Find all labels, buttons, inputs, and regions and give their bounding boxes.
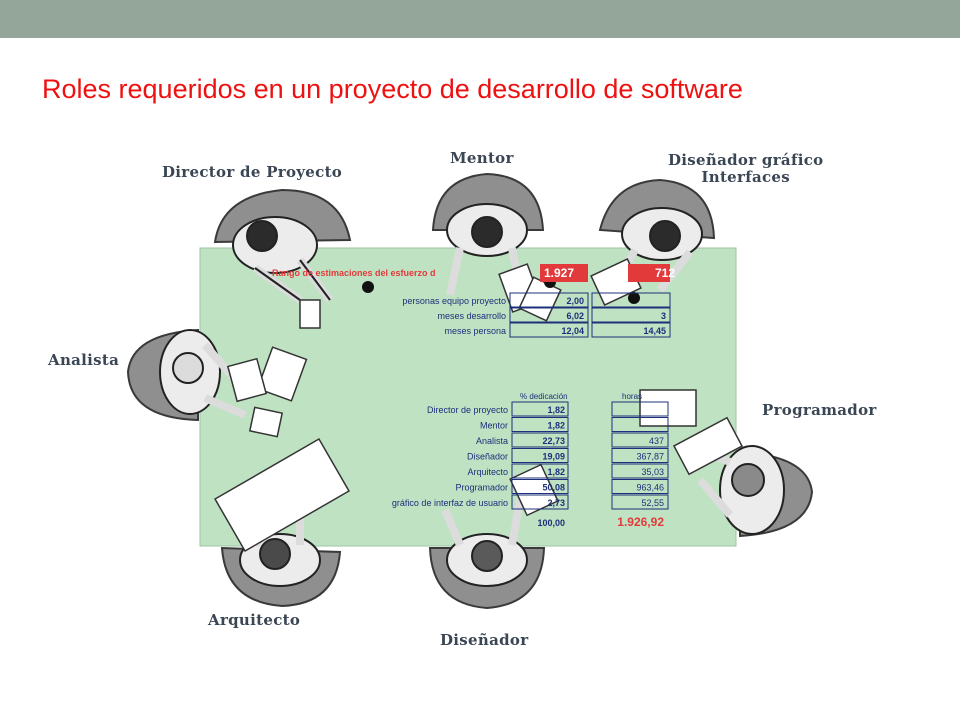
person-director xyxy=(232,216,334,304)
role-cell-hours xyxy=(611,479,669,494)
role-row-label: Director de proyecto xyxy=(427,405,508,415)
col-dedicacion: % dedicación xyxy=(520,392,568,401)
role-row-label: Programador xyxy=(455,483,508,493)
estimation-table: Rango de estimaciones del esfuerzo d 1.9… xyxy=(272,264,675,529)
summary-value-b: 3 xyxy=(661,311,666,321)
role-row-pct: 2,73 xyxy=(547,498,565,508)
role-director: Director de Proyecto xyxy=(162,163,343,181)
role-cell-hours xyxy=(611,494,669,510)
keyboard xyxy=(672,416,744,476)
top-bar xyxy=(0,0,960,38)
role-row-pct: 1,82 xyxy=(547,421,565,431)
role-graphic-designer-line2: Interfaces xyxy=(701,168,791,186)
summary-cell-a xyxy=(509,322,589,338)
role-row-pct: 1,82 xyxy=(547,467,565,477)
role-cell-pct xyxy=(511,401,569,417)
range-high: 712 xyxy=(655,266,675,280)
summary-value-a: 6,02 xyxy=(566,311,584,321)
role-row-hours: 437 xyxy=(649,436,664,446)
role-cell-pct xyxy=(511,479,569,494)
role-cell-hours xyxy=(611,463,669,479)
role-row-hours: 963,46 xyxy=(636,483,664,493)
role-row-hours: 35,03 xyxy=(641,467,664,477)
total-hours: 1.926,92 xyxy=(617,515,664,529)
summary-value-a: 12,04 xyxy=(561,326,584,336)
role-row-hours: 367,87 xyxy=(636,452,664,462)
role-cell-hours xyxy=(611,417,669,432)
role-designer: Diseñador xyxy=(440,631,529,649)
role-row-label: Arquitecto xyxy=(467,467,508,477)
role-cell-hours xyxy=(611,448,669,463)
range-low-cell xyxy=(540,264,588,282)
summary-label: meses desarrollo xyxy=(437,311,506,321)
role-cell-hours xyxy=(611,401,669,417)
role-mentor: Mentor xyxy=(450,149,514,167)
blueprint xyxy=(214,437,350,553)
role-graphic-designer: Diseñador gráfico Interfaces xyxy=(668,152,823,186)
role-cell-pct xyxy=(511,463,569,479)
role-programmer: Programador xyxy=(762,401,877,419)
role-cell-pct xyxy=(511,494,569,510)
role-cell-pct xyxy=(511,432,569,448)
summary-cell-b xyxy=(591,322,671,338)
summary-cell-a xyxy=(509,292,589,308)
person-designer xyxy=(441,499,528,587)
role-cell-hours xyxy=(611,432,669,448)
role-row-hours: 52,55 xyxy=(641,498,664,508)
role-row-pct: 50,08 xyxy=(542,483,565,493)
notepad xyxy=(299,299,321,329)
range-high-cell xyxy=(628,264,670,282)
paper-analyst-2 xyxy=(226,357,268,403)
role-architect: Arquitecto xyxy=(208,611,301,629)
role-row-label: Analista xyxy=(476,436,508,446)
range-label: Rango de estimaciones del esfuerzo d xyxy=(272,268,436,278)
summary-label: personas equipo proyecto xyxy=(402,296,506,306)
summary-cell-b xyxy=(591,307,671,323)
summary-cell-a xyxy=(509,307,589,323)
person-programmer xyxy=(696,445,785,535)
paper-analyst-1 xyxy=(256,346,308,402)
range-low: 1.927 xyxy=(544,266,574,280)
role-analyst: Analista xyxy=(48,351,120,369)
role-cell-pct xyxy=(511,417,569,432)
role-row-pct: 1,82 xyxy=(547,405,565,415)
role-cell-pct xyxy=(511,448,569,463)
role-row-label: Diseñador xyxy=(467,452,508,462)
paper-analyst-3 xyxy=(248,406,284,438)
summary-value-b: 14,45 xyxy=(643,326,666,336)
role-row-label: gráfico de interfaz de usuario xyxy=(392,498,508,508)
role-row-label: Mentor xyxy=(480,421,508,431)
role-row-pct: 22,73 xyxy=(542,436,565,446)
summary-rows: personas equipo proyecto 2,00 meses desarr… xyxy=(402,292,671,338)
summary-label: meses persona xyxy=(444,326,506,336)
role-row-pct: 19,09 xyxy=(542,452,565,462)
role-graphic-designer-line1: Diseñador gráfico xyxy=(668,151,824,169)
col-horas: horas xyxy=(622,392,642,401)
summary-value-a: 2,00 xyxy=(566,296,584,306)
paper-designer xyxy=(509,463,559,517)
total-pct: 100,00 xyxy=(537,518,565,528)
summary-cell-b xyxy=(591,292,671,308)
slide-title: Roles requeridos en un proyecto de desar… xyxy=(42,74,743,104)
